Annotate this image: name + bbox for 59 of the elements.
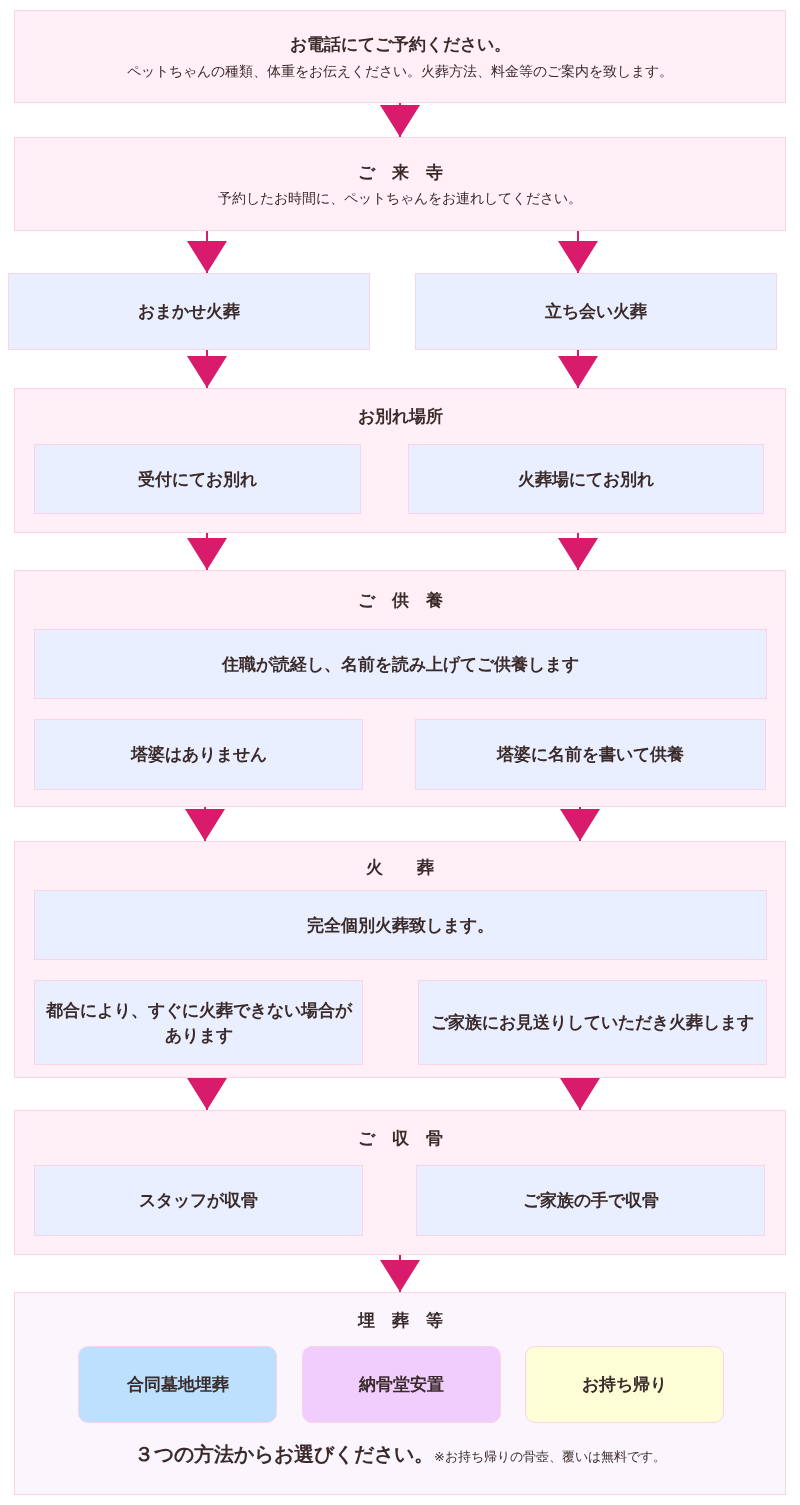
flow-arrow — [187, 349, 227, 389]
flow-arrow — [560, 806, 600, 842]
group-heading: ご 収 骨 — [356, 1127, 444, 1150]
option-box — [302, 1346, 501, 1423]
group-heading: 埋 葬 等 — [356, 1309, 444, 1332]
group-heading: 火 葬 — [365, 856, 435, 879]
flow-arrow — [558, 532, 598, 571]
step-label: 住職が読経し、名前を読み上げてご供養します — [222, 652, 579, 676]
flow-arrow — [560, 1077, 600, 1111]
flow-arrow — [185, 806, 225, 842]
group-panel — [14, 841, 786, 1078]
flow-arrow — [558, 349, 598, 389]
step-description: 予約したお時間に、ペットちゃんをお連れしてください。 — [218, 189, 582, 209]
step-label: 塔婆に名前を書いて供養 — [497, 743, 684, 767]
step-label: 合同墓地埋葬 — [126, 1373, 229, 1397]
group-heading: ご 供 養 — [356, 589, 444, 612]
flow-arrow — [380, 1254, 420, 1293]
step-label: 納骨堂安置 — [359, 1373, 444, 1397]
group-panel — [14, 570, 786, 807]
group-panel — [14, 1292, 786, 1495]
option-box — [8, 273, 370, 350]
group-heading: お別れ場所 — [356, 405, 444, 428]
step-label: 完全個別火葬致します。 — [307, 913, 494, 937]
option-box — [525, 1346, 724, 1423]
step-label: 塔婆はありません — [130, 743, 267, 767]
step-label: 火葬場にてお別れ — [518, 467, 654, 491]
step-label: 立ち会い火葬 — [545, 300, 647, 324]
option-box — [34, 444, 361, 514]
step-label: ご 来 寺 — [357, 160, 443, 184]
option-box — [34, 980, 363, 1065]
flow-arrow — [187, 230, 227, 274]
option-box — [78, 1346, 277, 1423]
step-label: 都合により、すぐに火葬できない場合があります — [45, 998, 352, 1047]
flow-arrow — [187, 1077, 227, 1111]
step-box — [14, 137, 786, 231]
step-label: お電話にてご予約ください。 — [289, 33, 511, 57]
option-box — [418, 980, 767, 1065]
step-label: お持ち帰り — [582, 1373, 667, 1397]
step-label: 受付にてお別れ — [138, 467, 257, 491]
step-label: おまかせ火葬 — [138, 300, 240, 324]
option-box — [416, 1165, 765, 1236]
step-box — [14, 10, 786, 103]
flow-arrow — [187, 532, 227, 571]
step-description: ペットちゃんの種類、体重をお伝えください。火葬方法、料金等のご案内を致します。 — [127, 61, 673, 81]
flow-arrow — [558, 230, 598, 274]
option-box — [34, 1165, 363, 1236]
group-panel — [14, 388, 786, 533]
option-box — [415, 719, 766, 790]
step-label: スタッフが収骨 — [139, 1189, 258, 1213]
option-box — [408, 444, 764, 514]
group-panel — [14, 1110, 786, 1255]
option-box — [34, 890, 767, 960]
step-label: ご家族にお見送りしていただき火葬します — [431, 1011, 754, 1035]
flow-arrow — [380, 102, 420, 138]
option-box — [34, 719, 363, 790]
step-label: ご家族の手で収骨 — [522, 1189, 659, 1213]
option-box — [415, 273, 777, 350]
option-box — [34, 629, 767, 699]
group-note: ３つの方法からお選びください。※お持ち帰りの骨壺、覆いは無料です。 — [133, 1441, 667, 1468]
